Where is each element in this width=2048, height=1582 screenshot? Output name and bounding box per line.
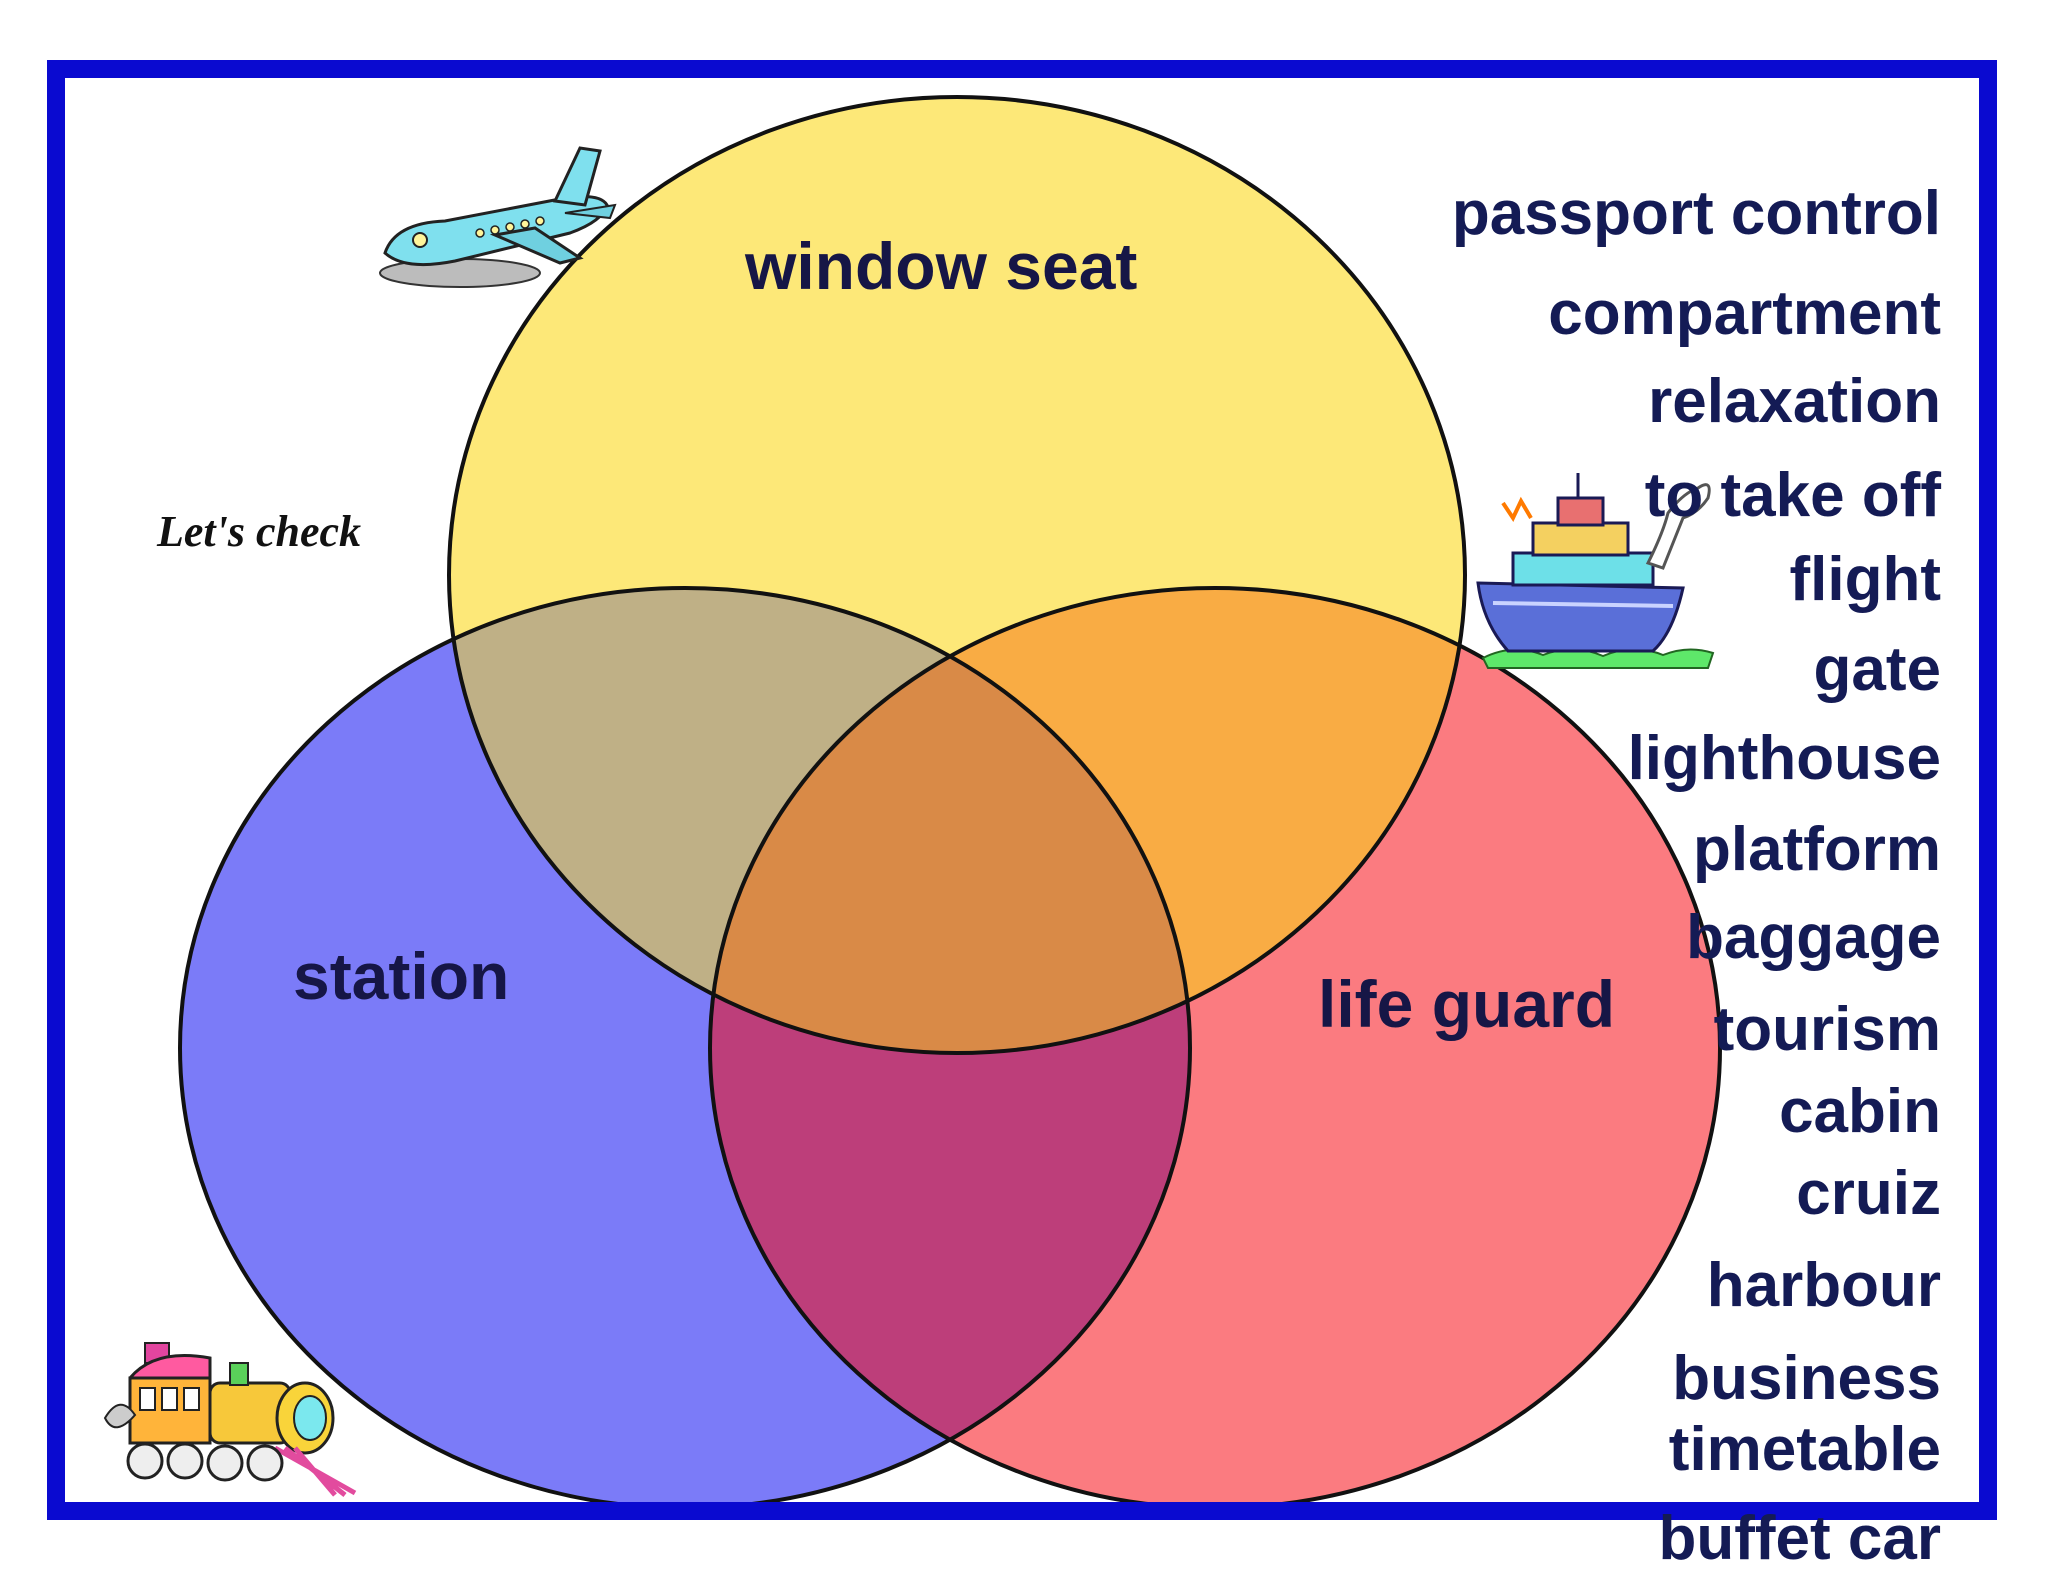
overlap-window-seat-station xyxy=(449,588,1190,1053)
word-bank-item: cabin xyxy=(1779,1077,1941,1146)
word-bank-item: platform xyxy=(1693,815,1941,884)
train-icon xyxy=(103,1342,357,1497)
lets-check-note: Let's check xyxy=(157,507,362,556)
word-bank-item: tourism xyxy=(1713,995,1941,1064)
word-bank-item: to take off xyxy=(1644,461,1941,530)
word-bank-item: gate xyxy=(1813,635,1941,704)
word-bank-item: timetable xyxy=(1668,1415,1941,1484)
window-seat-label: window seat xyxy=(745,229,1138,303)
station-label: station xyxy=(293,939,510,1013)
word-bank-item: business xyxy=(1672,1344,1941,1413)
word-bank-item: harbour xyxy=(1706,1251,1941,1320)
life-guard-label: life guard xyxy=(1318,967,1616,1041)
word-bank-item: cruiz xyxy=(1796,1159,1941,1228)
venn-diagram xyxy=(178,95,1722,1502)
word-bank-item: compartment xyxy=(1548,279,1941,348)
overlap-window-seat-life-guard xyxy=(710,588,1465,1053)
window-seat-circle-outline xyxy=(447,95,1467,1055)
venn-frame: window seat station life guard Let's che… xyxy=(47,60,1997,1573)
word-bank-item: buffet car xyxy=(1658,1504,1941,1573)
ship-icon xyxy=(1476,473,1715,669)
word-bank-item: flight xyxy=(1789,545,1942,614)
life-guard-circle-outline xyxy=(708,586,1722,1502)
word-bank-item: lighthouse xyxy=(1627,724,1941,793)
word-bank-item: passport control xyxy=(1451,179,1941,248)
word-bank-item: baggage xyxy=(1686,903,1941,972)
station-circle-outline xyxy=(178,586,1192,1502)
airplane-icon xyxy=(379,146,617,288)
word-bank-item: relaxation xyxy=(1648,367,1941,436)
